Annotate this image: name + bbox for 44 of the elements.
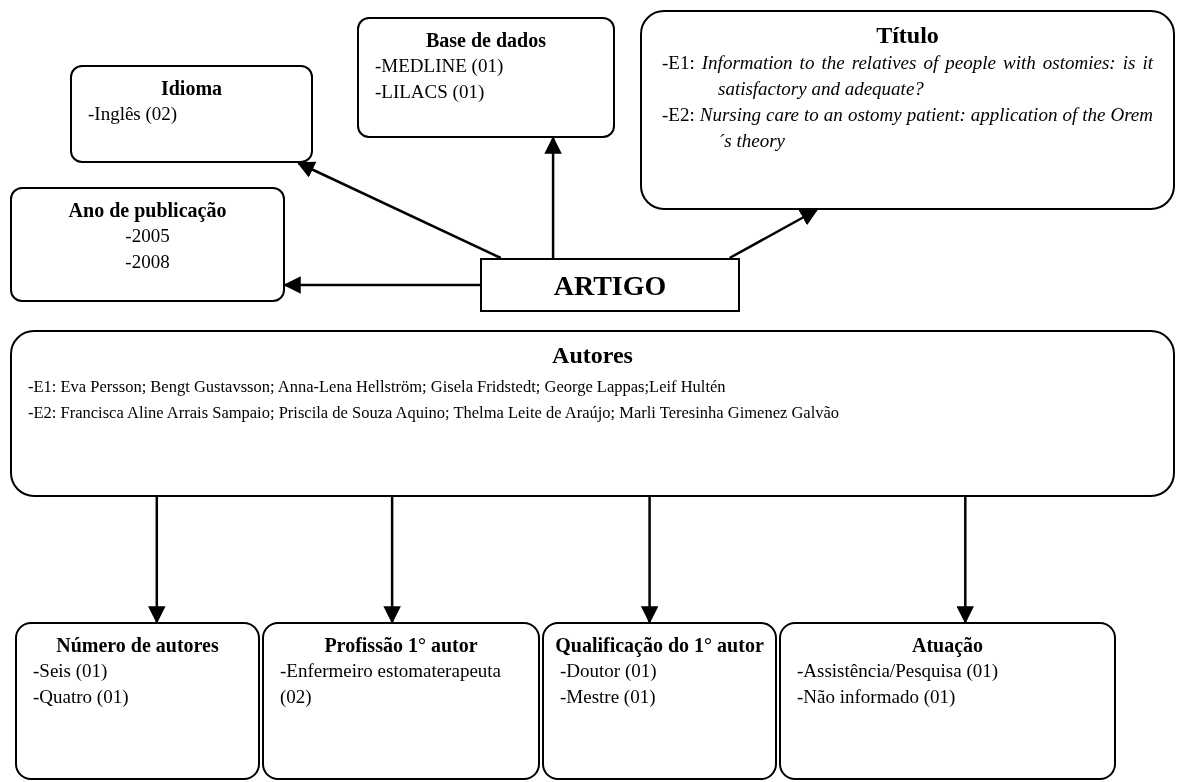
rounded-box xyxy=(10,187,285,302)
node-title: Profissão 1° autor xyxy=(323,633,479,658)
node-text: -E2: Francisca Aline Arrais Sampaio; Priscila de Souza Aquino; Thelma Leite de Araújo; Marli Teresinha Gimenez Galvão xyxy=(27,402,841,424)
node-title: Qualificação do 1° autor xyxy=(554,633,765,658)
rounded-box xyxy=(262,622,540,780)
node-title: Base de dados xyxy=(425,28,547,53)
node-title: Autores xyxy=(551,341,634,370)
node-text: -Não informado (01) xyxy=(796,685,957,709)
node-text: -2008 xyxy=(124,250,171,274)
node-text: -Doutor (01) xyxy=(559,659,658,683)
rounded-box xyxy=(10,330,1175,497)
rounded-box xyxy=(357,17,615,138)
node-title: Número de autores xyxy=(55,633,220,658)
arrow xyxy=(956,497,975,624)
rounded-box xyxy=(779,622,1116,780)
node-text: -LILACS (01) xyxy=(374,80,486,104)
node-title: Ano de publicação xyxy=(67,198,228,223)
node-text: -Inglês (02) xyxy=(87,102,179,126)
node-text: -Assistência/Pesquisa (01) xyxy=(796,659,1000,683)
arrow xyxy=(283,276,480,294)
node-text: -Enfermeiro estomaterapeuta (02) xyxy=(279,659,503,709)
arrow xyxy=(640,497,659,624)
arrow xyxy=(383,497,401,624)
main-box xyxy=(480,258,740,312)
rounded-box xyxy=(70,65,313,163)
node-text: -E2: Nursing care to an ostomy patient: application of the Orem´s theory xyxy=(661,103,1153,153)
node-text: -E1: Information to the relatives of people with ostomies: is it satisfactory and adequate? xyxy=(661,51,1153,101)
rounded-box xyxy=(542,622,777,780)
node-title: Título xyxy=(875,21,940,50)
arrow xyxy=(729,208,819,260)
arrow xyxy=(296,161,502,260)
node-title: ARTIGO xyxy=(552,268,668,303)
rounded-box xyxy=(15,622,260,780)
rounded-box xyxy=(640,10,1175,210)
node-title: Idioma xyxy=(159,76,224,101)
node-text: -2005 xyxy=(124,224,171,248)
node-text: -Mestre (01) xyxy=(559,685,657,709)
arrow xyxy=(148,497,166,624)
node-text: -Quatro (01) xyxy=(32,685,130,709)
node-text: -MEDLINE (01) xyxy=(374,54,505,78)
node-text: -Seis (01) xyxy=(32,659,109,683)
node-title: Atuação xyxy=(910,633,985,658)
arrow xyxy=(544,136,562,258)
node-text: -E1: Eva Persson; Bengt Gustavsson; Anna-Lena Hellström; Gisela Fridstedt; George Lappas;Leif Hultén xyxy=(27,376,727,398)
